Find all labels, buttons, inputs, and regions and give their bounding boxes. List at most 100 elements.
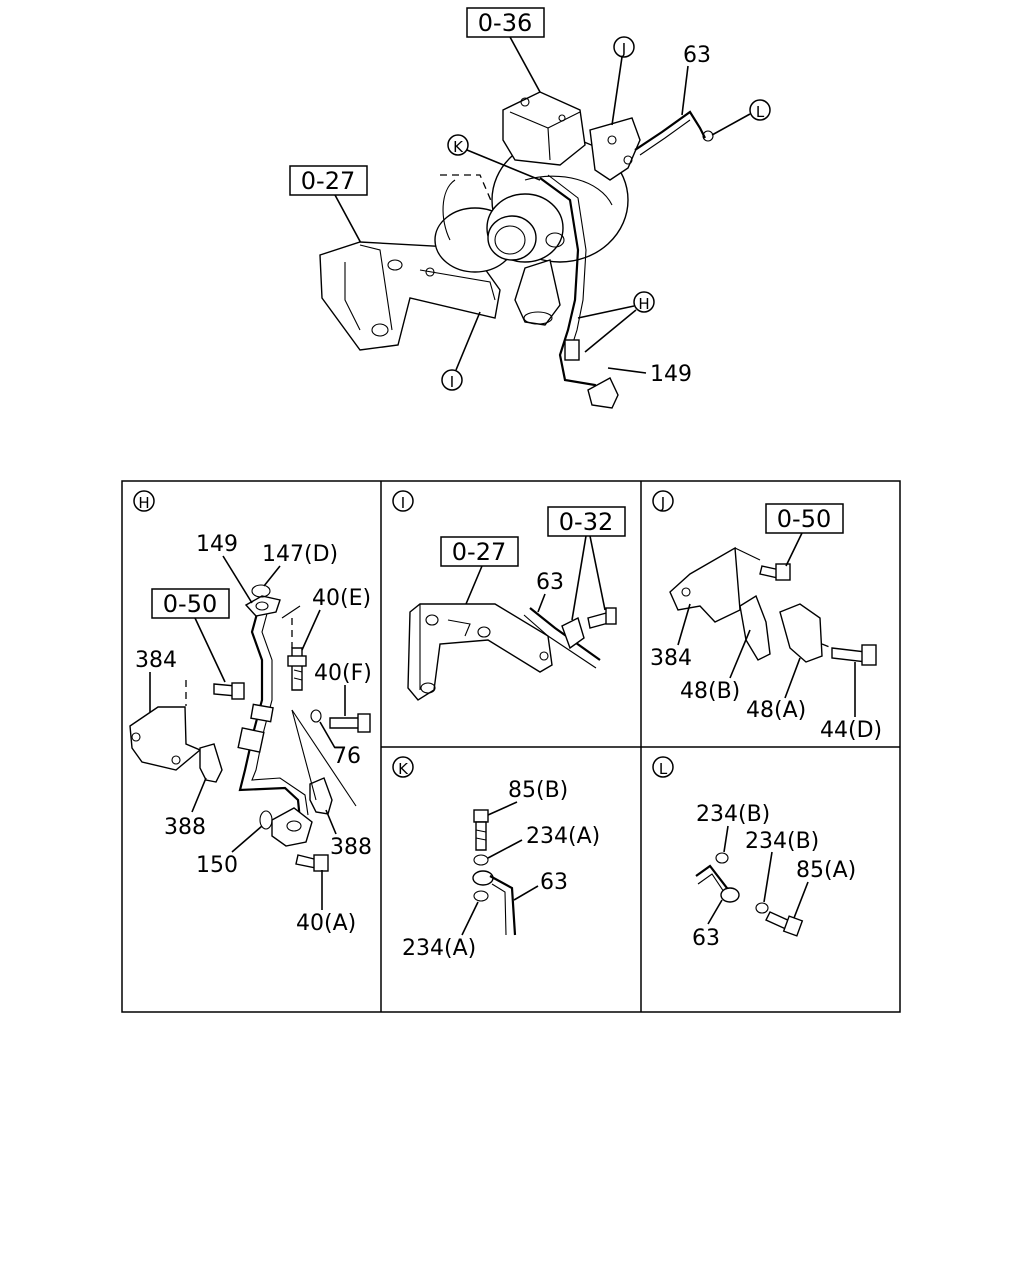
label-J-48B: 48(B)	[680, 679, 740, 704]
leader-0-36	[509, 36, 541, 93]
panel-I: I 0-27 0-32 63	[392, 490, 626, 701]
label-L-85A: 85(A)	[796, 858, 856, 883]
bolt-40F	[329, 717, 363, 729]
bracket-0-27-detail	[407, 603, 553, 701]
ref-box-0-27[interactable]	[289, 165, 368, 196]
ref-label-0-50-J: 0-50	[777, 505, 831, 533]
elbow-149-bottom	[271, 807, 313, 847]
label-J-384: 384	[650, 646, 692, 671]
label-K-234A-top: 234(A)	[526, 824, 600, 849]
clip-0-32	[561, 617, 585, 650]
compressor-inlet-mouth	[487, 215, 537, 261]
panel-L: L 234(B) 234(B) 85(A) 63	[652, 756, 856, 951]
callout-I[interactable]	[441, 369, 463, 391]
label-K-63: 63	[540, 870, 568, 895]
part-label-63-overview: 63	[683, 43, 711, 68]
ref-label-0-36: 0-36	[478, 9, 532, 37]
callout-K-text: K	[453, 138, 464, 156]
bracket-384-J	[669, 546, 741, 623]
bearing-bracket	[589, 117, 641, 181]
panel-K-marker-text: K	[398, 760, 409, 778]
oring-150	[259, 810, 273, 830]
callout-H[interactable]	[633, 291, 655, 313]
bolt-40E	[291, 647, 303, 691]
callout-I-text: I	[450, 373, 454, 391]
flange-149-top	[244, 595, 281, 617]
panel-J-marker-text: J	[660, 494, 665, 512]
pipe-63-L	[695, 864, 731, 893]
ref-box-0-50-H[interactable]	[151, 588, 230, 619]
label-H-149: 149	[196, 532, 238, 557]
label-L-234B-top: 234(B)	[696, 802, 770, 827]
banjo-63-L	[720, 887, 740, 903]
overview-assembly: 0-36 0-27	[289, 7, 771, 409]
washer-76	[310, 709, 322, 723]
callout-L-text: L	[756, 103, 765, 121]
washer-234B-right	[755, 902, 769, 914]
ref-box-0-27-I[interactable]	[440, 536, 519, 567]
exhaust-bracket-plate	[319, 241, 501, 351]
panel-L-marker-text: L	[659, 760, 668, 778]
callout-K[interactable]	[447, 134, 469, 156]
bolt-85B	[473, 809, 489, 823]
label-J-48A: 48(A)	[746, 698, 806, 723]
bolt-44D	[831, 647, 867, 663]
label-J-44D: 44(D)	[820, 718, 882, 743]
ref-label-0-50-H: 0-50	[163, 590, 217, 618]
gasket-147D	[251, 584, 271, 598]
panel-L-marker	[652, 756, 674, 778]
ref-box-0-32[interactable]	[547, 506, 626, 537]
panel-H-marker	[133, 490, 155, 512]
label-H-384: 384	[135, 648, 177, 673]
part-label-149-overview: 149	[650, 362, 692, 387]
panel-H-marker-text: H	[138, 494, 149, 512]
clamp-388-left	[199, 743, 223, 783]
banjo-63-K	[472, 870, 494, 886]
panel-H: H	[129, 490, 372, 936]
ref-label-0-27-I: 0-27	[452, 538, 506, 566]
panel-I-marker-text: I	[401, 494, 405, 512]
ref-box-0-36[interactable]	[466, 7, 545, 38]
panel-K: K 85(B) 234(A) 63 234(A)	[392, 756, 600, 961]
callout-J-text: J	[621, 40, 626, 58]
pipe-63-overview	[634, 110, 706, 151]
label-H-147D: 147(D)	[262, 542, 338, 567]
label-L-63: 63	[692, 926, 720, 951]
panel-K-marker	[392, 756, 414, 778]
bracket-384-H	[129, 706, 202, 771]
clamp-48B	[739, 594, 771, 661]
washer-234A-top	[473, 854, 489, 866]
panel-J-marker	[652, 490, 674, 512]
label-H-76: 76	[333, 744, 361, 769]
return-flange	[587, 377, 619, 409]
panel-I-marker	[392, 490, 414, 512]
ref-label-0-27: 0-27	[301, 167, 355, 195]
clamp-388-right	[309, 777, 333, 815]
pipe-63-I	[529, 607, 601, 661]
leader-0-27	[334, 194, 363, 246]
outlet-elbow	[514, 259, 561, 326]
label-L-234B-right: 234(B)	[745, 829, 819, 854]
label-H-388-left: 388	[164, 815, 206, 840]
label-H-388-right: 388	[330, 835, 372, 860]
washer-234B-top	[715, 852, 729, 864]
label-H-40A: 40(A)	[296, 911, 356, 936]
label-K-85B: 85(B)	[508, 778, 568, 803]
ref-label-0-32: 0-32	[559, 508, 613, 536]
callout-J[interactable]	[613, 36, 635, 58]
label-I-63: 63	[536, 570, 564, 595]
callout-H-text: H	[638, 295, 649, 313]
ref-box-0-50-J[interactable]	[765, 503, 844, 534]
wastegate-actuator	[502, 91, 586, 166]
panel-J: J 0-50 384 48(B) 48(A) 44(D)	[650, 490, 882, 743]
clamp-48A	[779, 603, 823, 663]
pipe-149-overview	[539, 177, 601, 396]
label-H-40F: 40(F)	[314, 661, 372, 686]
washer-234A-bottom	[473, 890, 489, 902]
label-H-40E: 40(E)	[312, 586, 371, 611]
callout-L[interactable]	[749, 99, 771, 121]
label-H-150: 150	[196, 853, 238, 878]
pipe-63-K	[489, 875, 517, 936]
